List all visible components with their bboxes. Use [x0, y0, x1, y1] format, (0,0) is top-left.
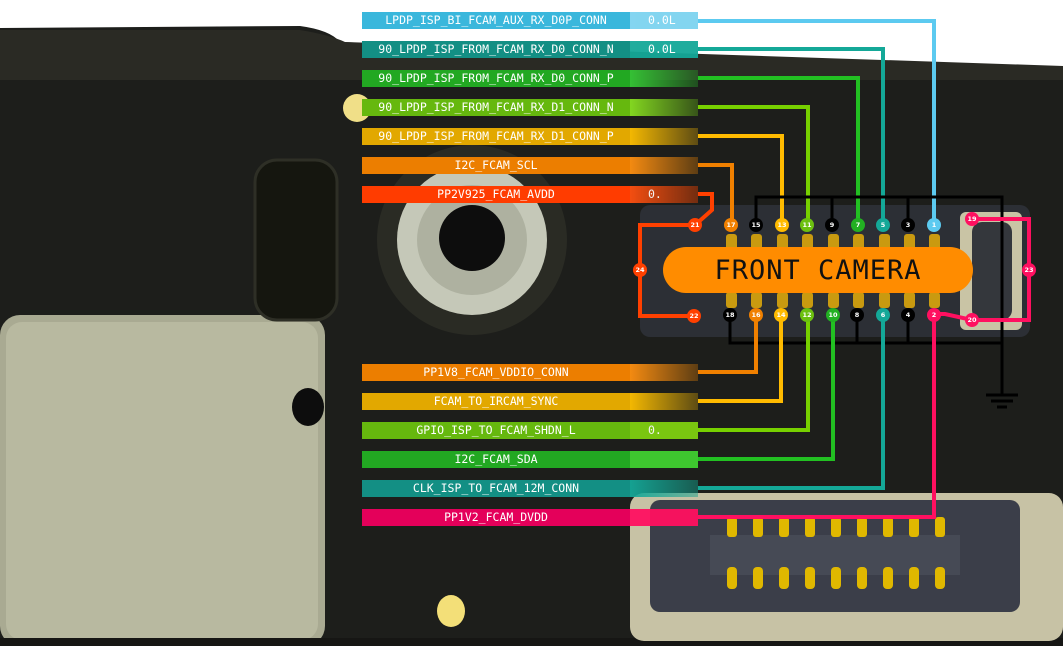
net-name: 90_LPDP_ISP_FROM_FCAM_RX_D0_CONN_N [362, 41, 630, 58]
pin-20[interactable]: 20 [965, 313, 979, 327]
net-label-i2c-sda[interactable]: I2C_FCAM_SDA [362, 451, 698, 468]
pin-8[interactable]: 8 [850, 308, 864, 322]
pin-12[interactable]: 12 [800, 308, 814, 322]
net-name: 90_LPDP_ISP_FROM_FCAM_RX_D1_CONN_P [362, 128, 630, 145]
pin-3[interactable]: 3 [901, 218, 915, 232]
net-value [630, 393, 698, 410]
pin-10[interactable]: 10 [826, 308, 840, 322]
net-label-rx-d0-n[interactable]: 90_LPDP_ISP_FROM_FCAM_RX_D0_CONN_N 0.0L [362, 41, 698, 58]
net-value [630, 480, 698, 497]
net-value: 0. [630, 422, 698, 439]
pin-22[interactable]: 22 [687, 309, 701, 323]
net-name: I2C_FCAM_SCL [362, 157, 630, 174]
net-label-pp1v2-dvdd[interactable]: PP1V2_FCAM_DVDD [362, 509, 698, 526]
net-value [630, 70, 698, 87]
net-value [630, 364, 698, 381]
pin-16[interactable]: 16 [749, 308, 763, 322]
pin-17[interactable]: 17 [724, 218, 738, 232]
net-value: 0.0L [630, 12, 698, 29]
net-name: PP1V2_FCAM_DVDD [362, 509, 630, 526]
net-label-lpdp-aux-rx-d0p[interactable]: LPDP_ISP_BI_FCAM_AUX_RX_D0P_CONN 0.0L [362, 12, 698, 29]
net-name: PP2V925_FCAM_AVDD [362, 186, 630, 203]
pin-15[interactable]: 15 [749, 218, 763, 232]
pin-7[interactable]: 7 [851, 218, 865, 232]
net-name: 90_LPDP_ISP_FROM_FCAM_RX_D1_CONN_N [362, 99, 630, 116]
pin-5[interactable]: 5 [876, 218, 890, 232]
net-label-i2c-scl[interactable]: I2C_FCAM_SCL [362, 157, 698, 174]
pin-18[interactable]: 18 [723, 308, 737, 322]
pin-23[interactable]: 23 [1022, 263, 1036, 277]
net-name: 90_LPDP_ISP_FROM_FCAM_RX_D0_CONN_P [362, 70, 630, 87]
net-name: PP1V8_FCAM_VDDIO_CONN [362, 364, 630, 381]
pin-13[interactable]: 13 [775, 218, 789, 232]
pin-14[interactable]: 14 [774, 308, 788, 322]
net-label-fcam-ircam-sync[interactable]: FCAM_TO_IRCAM_SYNC [362, 393, 698, 410]
net-label-pp1v8-vddio[interactable]: PP1V8_FCAM_VDDIO_CONN [362, 364, 698, 381]
pin-19[interactable]: 19 [965, 212, 979, 226]
net-value: 0. [630, 186, 698, 203]
net-value [630, 509, 698, 526]
net-value [630, 157, 698, 174]
net-label-rx-d1-p[interactable]: 90_LPDP_ISP_FROM_FCAM_RX_D1_CONN_P [362, 128, 698, 145]
pin-2[interactable]: 2 [927, 308, 941, 322]
net-name: CLK_ISP_TO_FCAM_12M_CONN [362, 480, 630, 497]
net-value [630, 99, 698, 116]
net-label-clk-12m[interactable]: CLK_ISP_TO_FCAM_12M_CONN [362, 480, 698, 497]
net-label-pp2v925-avdd[interactable]: PP2V925_FCAM_AVDD 0. [362, 186, 698, 203]
net-name: FCAM_TO_IRCAM_SYNC [362, 393, 630, 410]
net-label-rx-d0-p[interactable]: 90_LPDP_ISP_FROM_FCAM_RX_D0_CONN_P [362, 70, 698, 87]
net-name: LPDP_ISP_BI_FCAM_AUX_RX_D0P_CONN [362, 12, 630, 29]
pin-1[interactable]: 1 [927, 218, 941, 232]
net-value [630, 128, 698, 145]
net-name: I2C_FCAM_SDA [362, 451, 630, 468]
pin-4[interactable]: 4 [901, 308, 915, 322]
front-camera-title: FRONT CAMERA [663, 247, 973, 293]
pin-11[interactable]: 11 [800, 218, 814, 232]
net-label-rx-d1-n[interactable]: 90_LPDP_ISP_FROM_FCAM_RX_D1_CONN_N [362, 99, 698, 116]
net-value: 0.0L [630, 41, 698, 58]
pin-21[interactable]: 21 [688, 218, 702, 232]
ground-icon [990, 392, 1016, 410]
net-name: GPIO_ISP_TO_FCAM_SHDN_L [362, 422, 630, 439]
net-label-gpio-shdn[interactable]: GPIO_ISP_TO_FCAM_SHDN_L 0. [362, 422, 698, 439]
net-value [630, 451, 698, 468]
pin-6[interactable]: 6 [876, 308, 890, 322]
pin-9[interactable]: 9 [825, 218, 839, 232]
pin-24[interactable]: 24 [633, 263, 647, 277]
